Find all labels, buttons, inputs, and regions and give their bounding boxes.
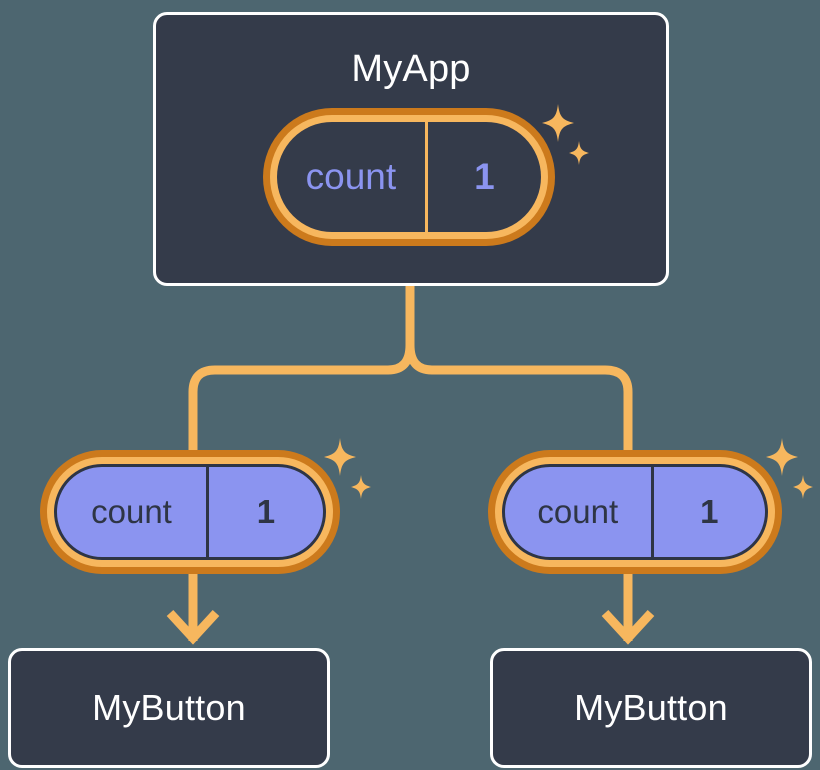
state-pill-right[interactable]: count 1 xyxy=(488,450,782,574)
page-title: MyApp xyxy=(351,48,471,90)
component-box-mybutton-left[interactable]: MyButton xyxy=(8,648,330,768)
pill-outer-ring: count 1 xyxy=(40,450,340,574)
pill-body: count 1 xyxy=(277,122,541,232)
arrow-down-icon-left xyxy=(166,609,220,645)
pill-body: count 1 xyxy=(502,464,768,560)
state-value-label: 1 xyxy=(424,122,541,232)
pill-body: count 1 xyxy=(54,464,326,560)
component-box-mybutton-right[interactable]: MyButton xyxy=(490,648,812,768)
pill-inner-ring: count 1 xyxy=(270,115,548,239)
state-value-label: 1 xyxy=(205,467,323,557)
component-title: MyButton xyxy=(574,687,728,728)
state-pill-myapp[interactable]: count 1 xyxy=(263,108,555,246)
arrow-down-icon-right xyxy=(601,609,655,645)
pill-inner-ring: count 1 xyxy=(47,457,333,567)
connector-branch-right xyxy=(405,340,633,460)
state-key-label: count xyxy=(91,493,172,530)
state-key-label: count xyxy=(305,156,397,197)
state-key-label: count xyxy=(537,493,619,530)
state-value-label: 1 xyxy=(650,467,765,557)
connector-branch-left xyxy=(188,340,415,460)
state-pill-left[interactable]: count 1 xyxy=(40,450,340,574)
pill-inner-ring: count 1 xyxy=(495,457,775,567)
pill-outer-ring: count 1 xyxy=(263,108,555,246)
pill-outer-ring: count 1 xyxy=(488,450,782,574)
component-title: MyButton xyxy=(92,687,246,728)
